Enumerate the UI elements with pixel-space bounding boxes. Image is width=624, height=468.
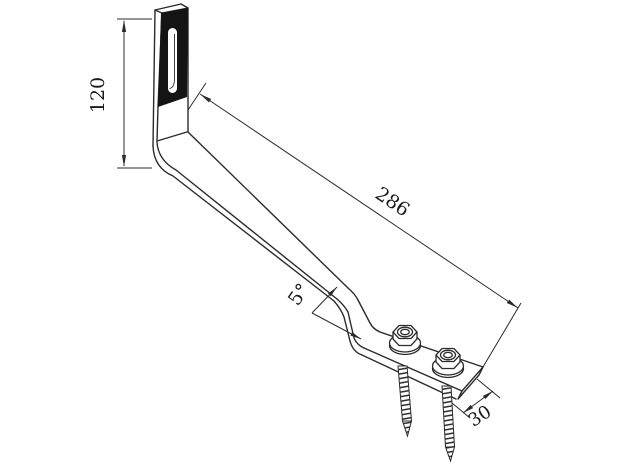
web-bottom-edge xyxy=(333,300,363,356)
hex-nut-1 xyxy=(388,324,422,356)
hex-nut-2 xyxy=(431,347,465,379)
arm-near-top-edge xyxy=(156,141,338,300)
dim-5deg-label: 5° xyxy=(284,279,314,309)
dim-30-label: 30 xyxy=(465,401,496,431)
arm-far-top-edge xyxy=(187,131,349,289)
base-near-edge xyxy=(363,347,463,392)
web-far-edge xyxy=(347,287,381,333)
plate-outer-left-edge xyxy=(152,9,156,147)
dim-30-arrow-right xyxy=(482,391,493,400)
dimension-base-width: 30 xyxy=(451,378,501,431)
dimensions: 120 286 5° 30 xyxy=(87,18,522,431)
arm xyxy=(152,131,349,302)
dimension-plate-height: 120 xyxy=(87,18,152,169)
base-bottom-edge xyxy=(361,354,457,400)
dim-120-arrow-bottom xyxy=(121,155,127,167)
bracket-body xyxy=(152,3,484,463)
arm-bottom-edge xyxy=(152,145,335,302)
dim-5deg-arrow-upper xyxy=(328,287,337,297)
nut-1-bore xyxy=(400,328,410,336)
dim-30-arrow-left xyxy=(463,404,474,413)
dim-286-arrow-left xyxy=(200,94,212,103)
screw-2 xyxy=(441,385,456,463)
dim-5deg-arrow-lower xyxy=(350,332,361,339)
dim-286-label: 286 xyxy=(371,183,413,222)
plate-bend-boundary xyxy=(156,131,188,142)
dim-120-lines xyxy=(117,18,152,169)
bend-web xyxy=(333,287,381,356)
dim-120-label: 120 xyxy=(87,77,109,113)
screw-1-tip xyxy=(401,420,413,438)
slot-inner-wall xyxy=(169,34,175,89)
dim-286-arrow-right xyxy=(506,299,518,308)
base-plate xyxy=(361,331,484,400)
dim-5deg-legs xyxy=(311,286,362,340)
plate-slot xyxy=(168,28,177,93)
nut-2-bore xyxy=(443,351,453,359)
web-near-edge xyxy=(336,298,365,349)
vertical-plate xyxy=(152,3,189,147)
dim-286-lines xyxy=(187,82,522,368)
screw-2-tip xyxy=(444,446,456,463)
base-end-face xyxy=(457,366,484,400)
screw-2-shaft xyxy=(441,385,456,448)
dimension-arm-length: 286 xyxy=(187,82,522,368)
screw-1-shaft xyxy=(397,365,413,422)
screw-1 xyxy=(397,365,413,438)
dim-120-arrow-top xyxy=(121,20,127,32)
